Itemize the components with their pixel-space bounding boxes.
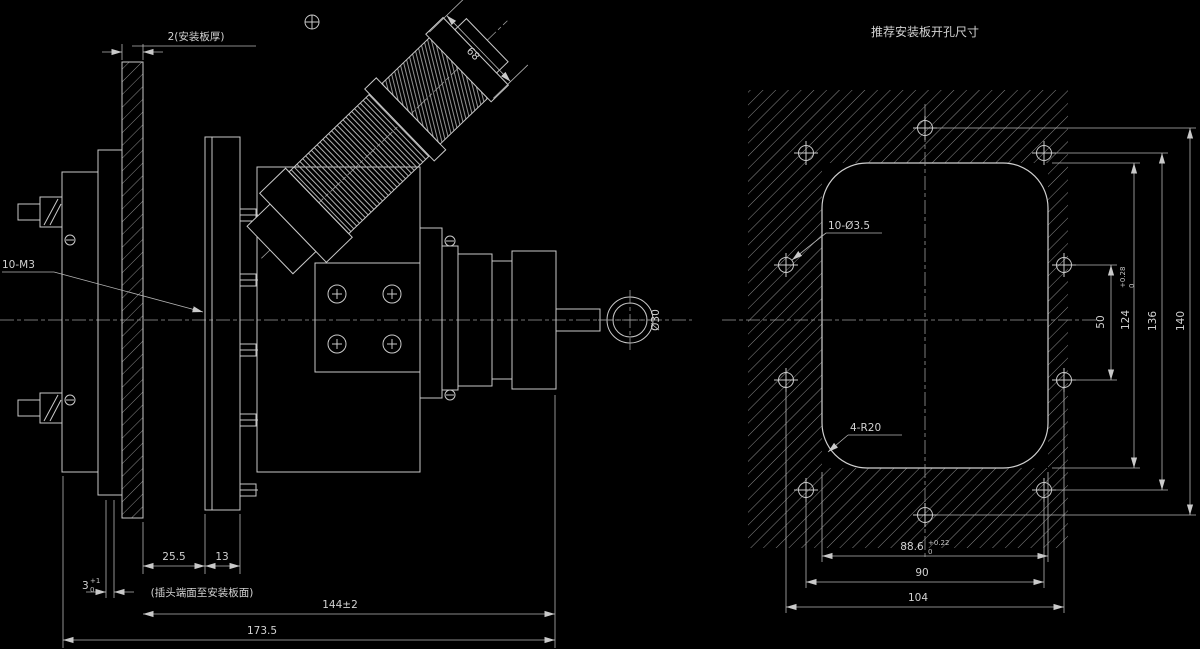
mounting-hole bbox=[1052, 368, 1076, 392]
rear-screw-top bbox=[64, 234, 76, 246]
plate-thickness-callout: 2(安装板厚) bbox=[102, 30, 256, 60]
hole-size-label: 10-Ø3.5 bbox=[828, 220, 870, 232]
right-view-title: 推荐安装板开孔尺寸 bbox=[871, 24, 979, 39]
dim-plate-to-flange: 25.5 bbox=[162, 551, 185, 563]
mounting-hole bbox=[794, 141, 818, 165]
flange-screw bbox=[239, 483, 258, 497]
flange-screw bbox=[239, 413, 258, 427]
adapter-plate bbox=[419, 227, 443, 399]
dim-cutout-width: 88.6 bbox=[900, 541, 924, 553]
terminal-screw bbox=[327, 284, 347, 304]
flange-holes-callout: 10-M3 bbox=[2, 259, 204, 313]
dim-protrusion-tol-dn: 0 bbox=[90, 586, 94, 594]
terminal-screw bbox=[382, 284, 402, 304]
mounting-hole bbox=[774, 253, 798, 277]
corner-radius-callout: 4-R20 bbox=[827, 422, 902, 453]
dim-total-length: 173.5 bbox=[247, 625, 277, 637]
rear-screw-bottom bbox=[64, 394, 76, 406]
dim-cutout-width-tol-up: +0.22 bbox=[928, 539, 949, 547]
shaft-end-view: Ø30 bbox=[598, 290, 662, 350]
rear-housing bbox=[61, 171, 99, 473]
flange-screw bbox=[239, 343, 258, 357]
flange-screws bbox=[239, 208, 258, 497]
rear-connector-bottom bbox=[17, 392, 63, 424]
dim-mid-length: 144±2 bbox=[322, 599, 358, 611]
dim-flange-thickness: 13 bbox=[215, 551, 228, 563]
adapter-screw-bottom bbox=[444, 389, 456, 401]
dim-cutout-height: 124 bbox=[1120, 310, 1132, 330]
left-view: 68 Ø30 2(安装板厚) bbox=[0, 0, 692, 648]
flange-screw bbox=[239, 273, 258, 287]
adapter-flange bbox=[441, 245, 459, 391]
dim-cutout-width-tol-dn: 0 bbox=[928, 548, 932, 556]
mounting-holes bbox=[774, 116, 1076, 527]
plate-thickness-label: 2(安装板厚) bbox=[168, 30, 225, 43]
dim-hole-rows: 136 bbox=[1147, 311, 1159, 331]
right-view: 推荐安装板开孔尺寸 10-Ø3.5 4-R20 bbox=[722, 24, 1196, 613]
mounting-hole bbox=[1032, 141, 1056, 165]
left-view-dimensions: 25.5 13 3 +1 0 (插头端面至安装板面) 144±2 173.5 bbox=[62, 395, 556, 648]
dim-protrusion-tol-up: +1 bbox=[90, 577, 100, 585]
dim-side-hole-span: 50 bbox=[1095, 315, 1107, 328]
panel-cutout bbox=[821, 162, 1049, 469]
right-view-side-dimensions: 50 124 +0.28 0 136 140 bbox=[934, 127, 1196, 516]
terminal-screw bbox=[327, 334, 347, 354]
rear-barrel bbox=[97, 149, 123, 496]
mounting-hole bbox=[774, 368, 798, 392]
terminal-screw bbox=[382, 334, 402, 354]
dim-protrusion: 3 bbox=[82, 580, 89, 592]
mounting-hole bbox=[1032, 478, 1056, 502]
flange-screw bbox=[239, 208, 258, 222]
angled-connector: 68 bbox=[246, 0, 529, 275]
mounting-flange bbox=[204, 136, 241, 511]
connector-screw-head bbox=[304, 14, 320, 30]
terminal-block bbox=[314, 262, 421, 373]
dim-hole-span-inner: 90 bbox=[915, 567, 928, 579]
mounting-hole bbox=[794, 478, 818, 502]
rear-connector-top bbox=[17, 196, 63, 228]
right-view-bottom-dimensions: 88.6 +0.22 0 90 104 bbox=[785, 389, 1065, 613]
corner-radius-label: 4-R20 bbox=[850, 422, 881, 434]
dim-cutout-height-tol-dn: 0 bbox=[1128, 284, 1136, 288]
mounting-hole bbox=[1052, 253, 1076, 277]
adapter-screw-top bbox=[444, 235, 456, 247]
shaft-end-diameter-label: Ø30 bbox=[650, 309, 662, 331]
mounting-hole bbox=[913, 116, 937, 140]
mounting-plate-section bbox=[121, 61, 144, 519]
flange-holes-label: 10-M3 bbox=[2, 259, 35, 271]
hole-size-callout: 10-Ø3.5 bbox=[791, 220, 882, 261]
dim-center-holes: 140 bbox=[1175, 311, 1187, 331]
panel-hatch bbox=[748, 90, 1068, 548]
dim-hole-span-outer: 104 bbox=[908, 592, 928, 604]
dim-cutout-height-tol-up: +0.28 bbox=[1119, 267, 1127, 288]
protrusion-note: (插头端面至安装板面) bbox=[151, 586, 254, 599]
mounting-hole bbox=[913, 503, 937, 527]
